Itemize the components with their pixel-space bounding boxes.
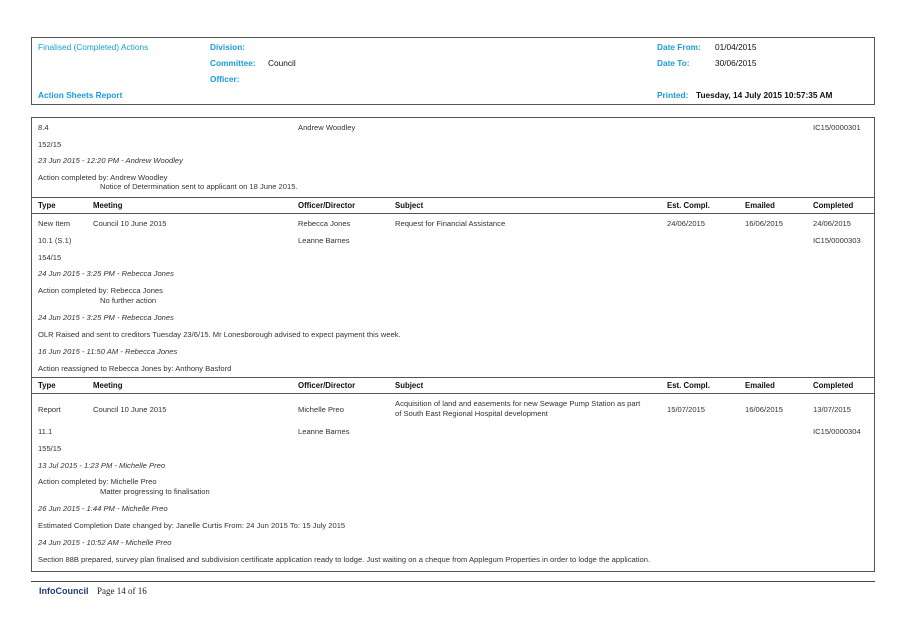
completed-date: 13/07/2015 xyxy=(813,405,852,414)
note-heading: 24 Jun 2015 - 3:25 PM - Rebecca Jones xyxy=(38,269,174,278)
reference-number: IC15/0000303 xyxy=(813,236,861,245)
col-emailed: Emailed xyxy=(745,201,775,210)
date-to-label: Date To: xyxy=(657,58,690,68)
col-subject: Subject xyxy=(395,381,424,390)
note-heading: 24 Jun 2015 - 10:52 AM - Michelle Preo xyxy=(38,538,172,547)
divider xyxy=(32,197,874,198)
emailed-date: 16/06/2015 xyxy=(745,219,784,228)
footer-brand: InfoCouncil xyxy=(39,586,89,596)
subject-line-1: Acquisition of land and easements for ne… xyxy=(395,399,641,408)
completed-by: Action completed by: Rebecca Jones xyxy=(38,286,163,295)
officer-name: Andrew Woodley xyxy=(298,123,356,132)
col-meeting: Meeting xyxy=(93,201,123,210)
col-est-compl: Est. Compl. xyxy=(667,201,710,210)
completed-by: Action completed by: Andrew Woodley xyxy=(38,173,168,182)
col-completed: Completed xyxy=(813,381,854,390)
reference-number: IC15/0000301 xyxy=(813,123,861,132)
col-subject: Subject xyxy=(395,201,424,210)
col-emailed: Emailed xyxy=(745,381,775,390)
completed-detail: No further action xyxy=(100,296,157,305)
note-heading: 23 Jun 2015 - 12:20 PM - Andrew Woodley xyxy=(38,156,183,165)
report-header: Finalised (Completed) Actions Division: … xyxy=(31,37,875,105)
divider xyxy=(32,213,874,214)
page-number: Page 14 of 16 xyxy=(97,586,147,596)
col-officer: Officer/Director xyxy=(298,201,356,210)
col-type: Type xyxy=(38,201,56,210)
item-number: 11.1 xyxy=(38,427,53,436)
actions-table: 8.4 Andrew Woodley IC15/0000301 152/15 2… xyxy=(31,117,875,572)
divider xyxy=(32,393,874,394)
printed-value: Tuesday, 14 July 2015 10:57:35 AM xyxy=(696,90,833,100)
director-name: Leanne Barnes xyxy=(298,427,350,436)
col-est-compl: Est. Compl. xyxy=(667,381,710,390)
completed-detail: Matter progressing to finalisation xyxy=(100,487,210,496)
note-text: OLR Raised and sent to creditors Tuesday… xyxy=(38,330,401,339)
note-text: Action reassigned to Rebecca Jones by: A… xyxy=(38,364,232,373)
note-heading: 24 Jun 2015 - 3:25 PM - Rebecca Jones xyxy=(38,313,174,322)
note-heading: 26 Jun 2015 - 1:44 PM - Michelle Preo xyxy=(38,504,168,513)
item-type: New Item xyxy=(38,219,71,228)
director-name: Leanne Barnes xyxy=(298,236,350,245)
officer-name: Rebecca Jones xyxy=(298,219,351,228)
divider xyxy=(32,377,874,378)
note-text: Estimated Completion Date changed by: Ja… xyxy=(38,521,346,530)
officer-label: Officer: xyxy=(210,74,240,84)
subject: Request for Financial Assistance xyxy=(395,219,506,228)
division-label: Division: xyxy=(210,42,246,52)
col-type: Type xyxy=(38,381,56,390)
resolution-number: 152/15 xyxy=(38,140,62,149)
committee-label: Committee: xyxy=(210,58,256,68)
report-title: Action Sheets Report xyxy=(38,90,123,100)
date-from-label: Date From: xyxy=(657,42,701,52)
completed-by: Action completed by: Michelle Preo xyxy=(38,477,157,486)
item-number: 10.1 (S.1) xyxy=(38,236,72,245)
report-type: Finalised (Completed) Actions xyxy=(38,42,149,52)
meeting-name: Council 10 June 2015 xyxy=(93,405,167,414)
col-officer: Officer/Director xyxy=(298,381,356,390)
officer-name: Michelle Preo xyxy=(298,405,345,414)
note-text: Section 88B prepared, survey plan finali… xyxy=(38,555,651,564)
resolution-number: 154/15 xyxy=(38,253,62,262)
item-type: Report xyxy=(38,405,61,414)
subject-line-2: of South East Regional Hospital developm… xyxy=(395,409,548,418)
date-to-value: 30/06/2015 xyxy=(715,58,757,68)
completed-date: 24/06/2015 xyxy=(813,219,852,228)
emailed-date: 16/06/2015 xyxy=(745,405,784,414)
committee-value: Council xyxy=(268,58,296,68)
item-number: 8.4 xyxy=(38,123,49,132)
col-completed: Completed xyxy=(813,201,854,210)
footer-divider xyxy=(31,581,875,582)
est-compl-date: 15/07/2015 xyxy=(667,405,706,414)
resolution-number: 155/15 xyxy=(38,444,62,453)
col-meeting: Meeting xyxy=(93,381,123,390)
note-heading: 13 Jul 2015 - 1:23 PM - Michelle Preo xyxy=(38,461,166,470)
date-from-value: 01/04/2015 xyxy=(715,42,757,52)
reference-number: IC15/0000304 xyxy=(813,427,861,436)
note-heading: 16 Jun 2015 - 11:50 AM - Rebecca Jones xyxy=(38,347,178,356)
est-compl-date: 24/06/2015 xyxy=(667,219,706,228)
printed-label: Printed: xyxy=(657,90,689,100)
completed-detail: Notice of Determination sent to applican… xyxy=(100,182,298,191)
meeting-name: Council 10 June 2015 xyxy=(93,219,167,228)
